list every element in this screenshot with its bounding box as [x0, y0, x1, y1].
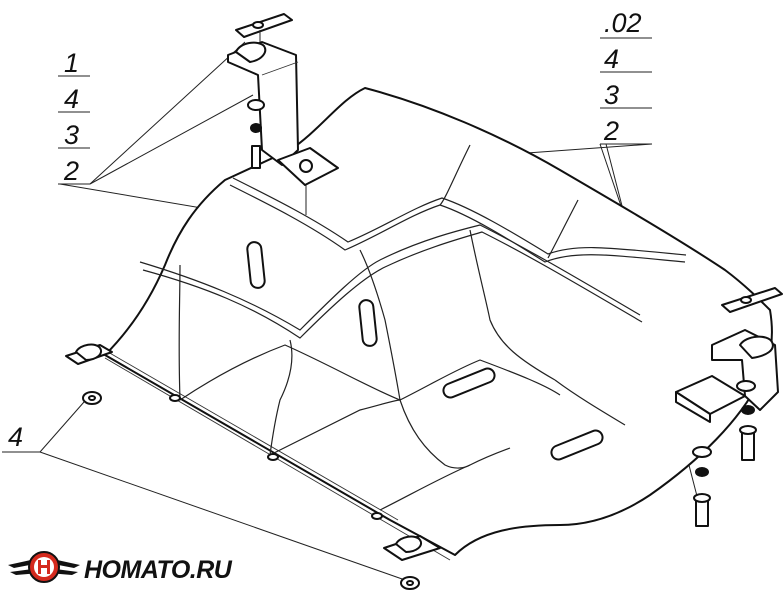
callout-right-4: 2	[603, 116, 619, 146]
callout-bottom-left: 4	[2, 401, 406, 581]
callout-right-1: .02	[604, 8, 642, 38]
vent-slot-3	[442, 367, 496, 399]
vent-slot-4	[550, 429, 604, 461]
skid-plate	[104, 87, 773, 561]
vent-slot-2	[358, 299, 378, 347]
bracket-rear-left	[227, 13, 339, 215]
homato-winged-logo-icon	[8, 551, 80, 583]
fasteners-right	[692, 446, 712, 527]
callout-left-4: 2	[63, 156, 79, 186]
vent-slot-1	[246, 241, 266, 289]
bracket-front-right	[383, 535, 441, 590]
callout-left-3: 3	[64, 120, 79, 150]
callout-bottom-label: 4	[8, 422, 23, 452]
skid-plate-outline	[104, 87, 773, 556]
bracket-rear-right	[675, 287, 783, 461]
nut-icon	[299, 159, 313, 173]
brand-name: HOMATO.RU	[84, 556, 233, 584]
callout-right-2: 4	[604, 44, 619, 74]
brand-logo: HOMATO.RU	[8, 551, 233, 584]
callout-left-1: 1	[64, 48, 79, 78]
bracket-front-left	[65, 343, 113, 405]
callout-right-3: 3	[604, 80, 619, 110]
callout-left-2: 4	[64, 84, 79, 114]
